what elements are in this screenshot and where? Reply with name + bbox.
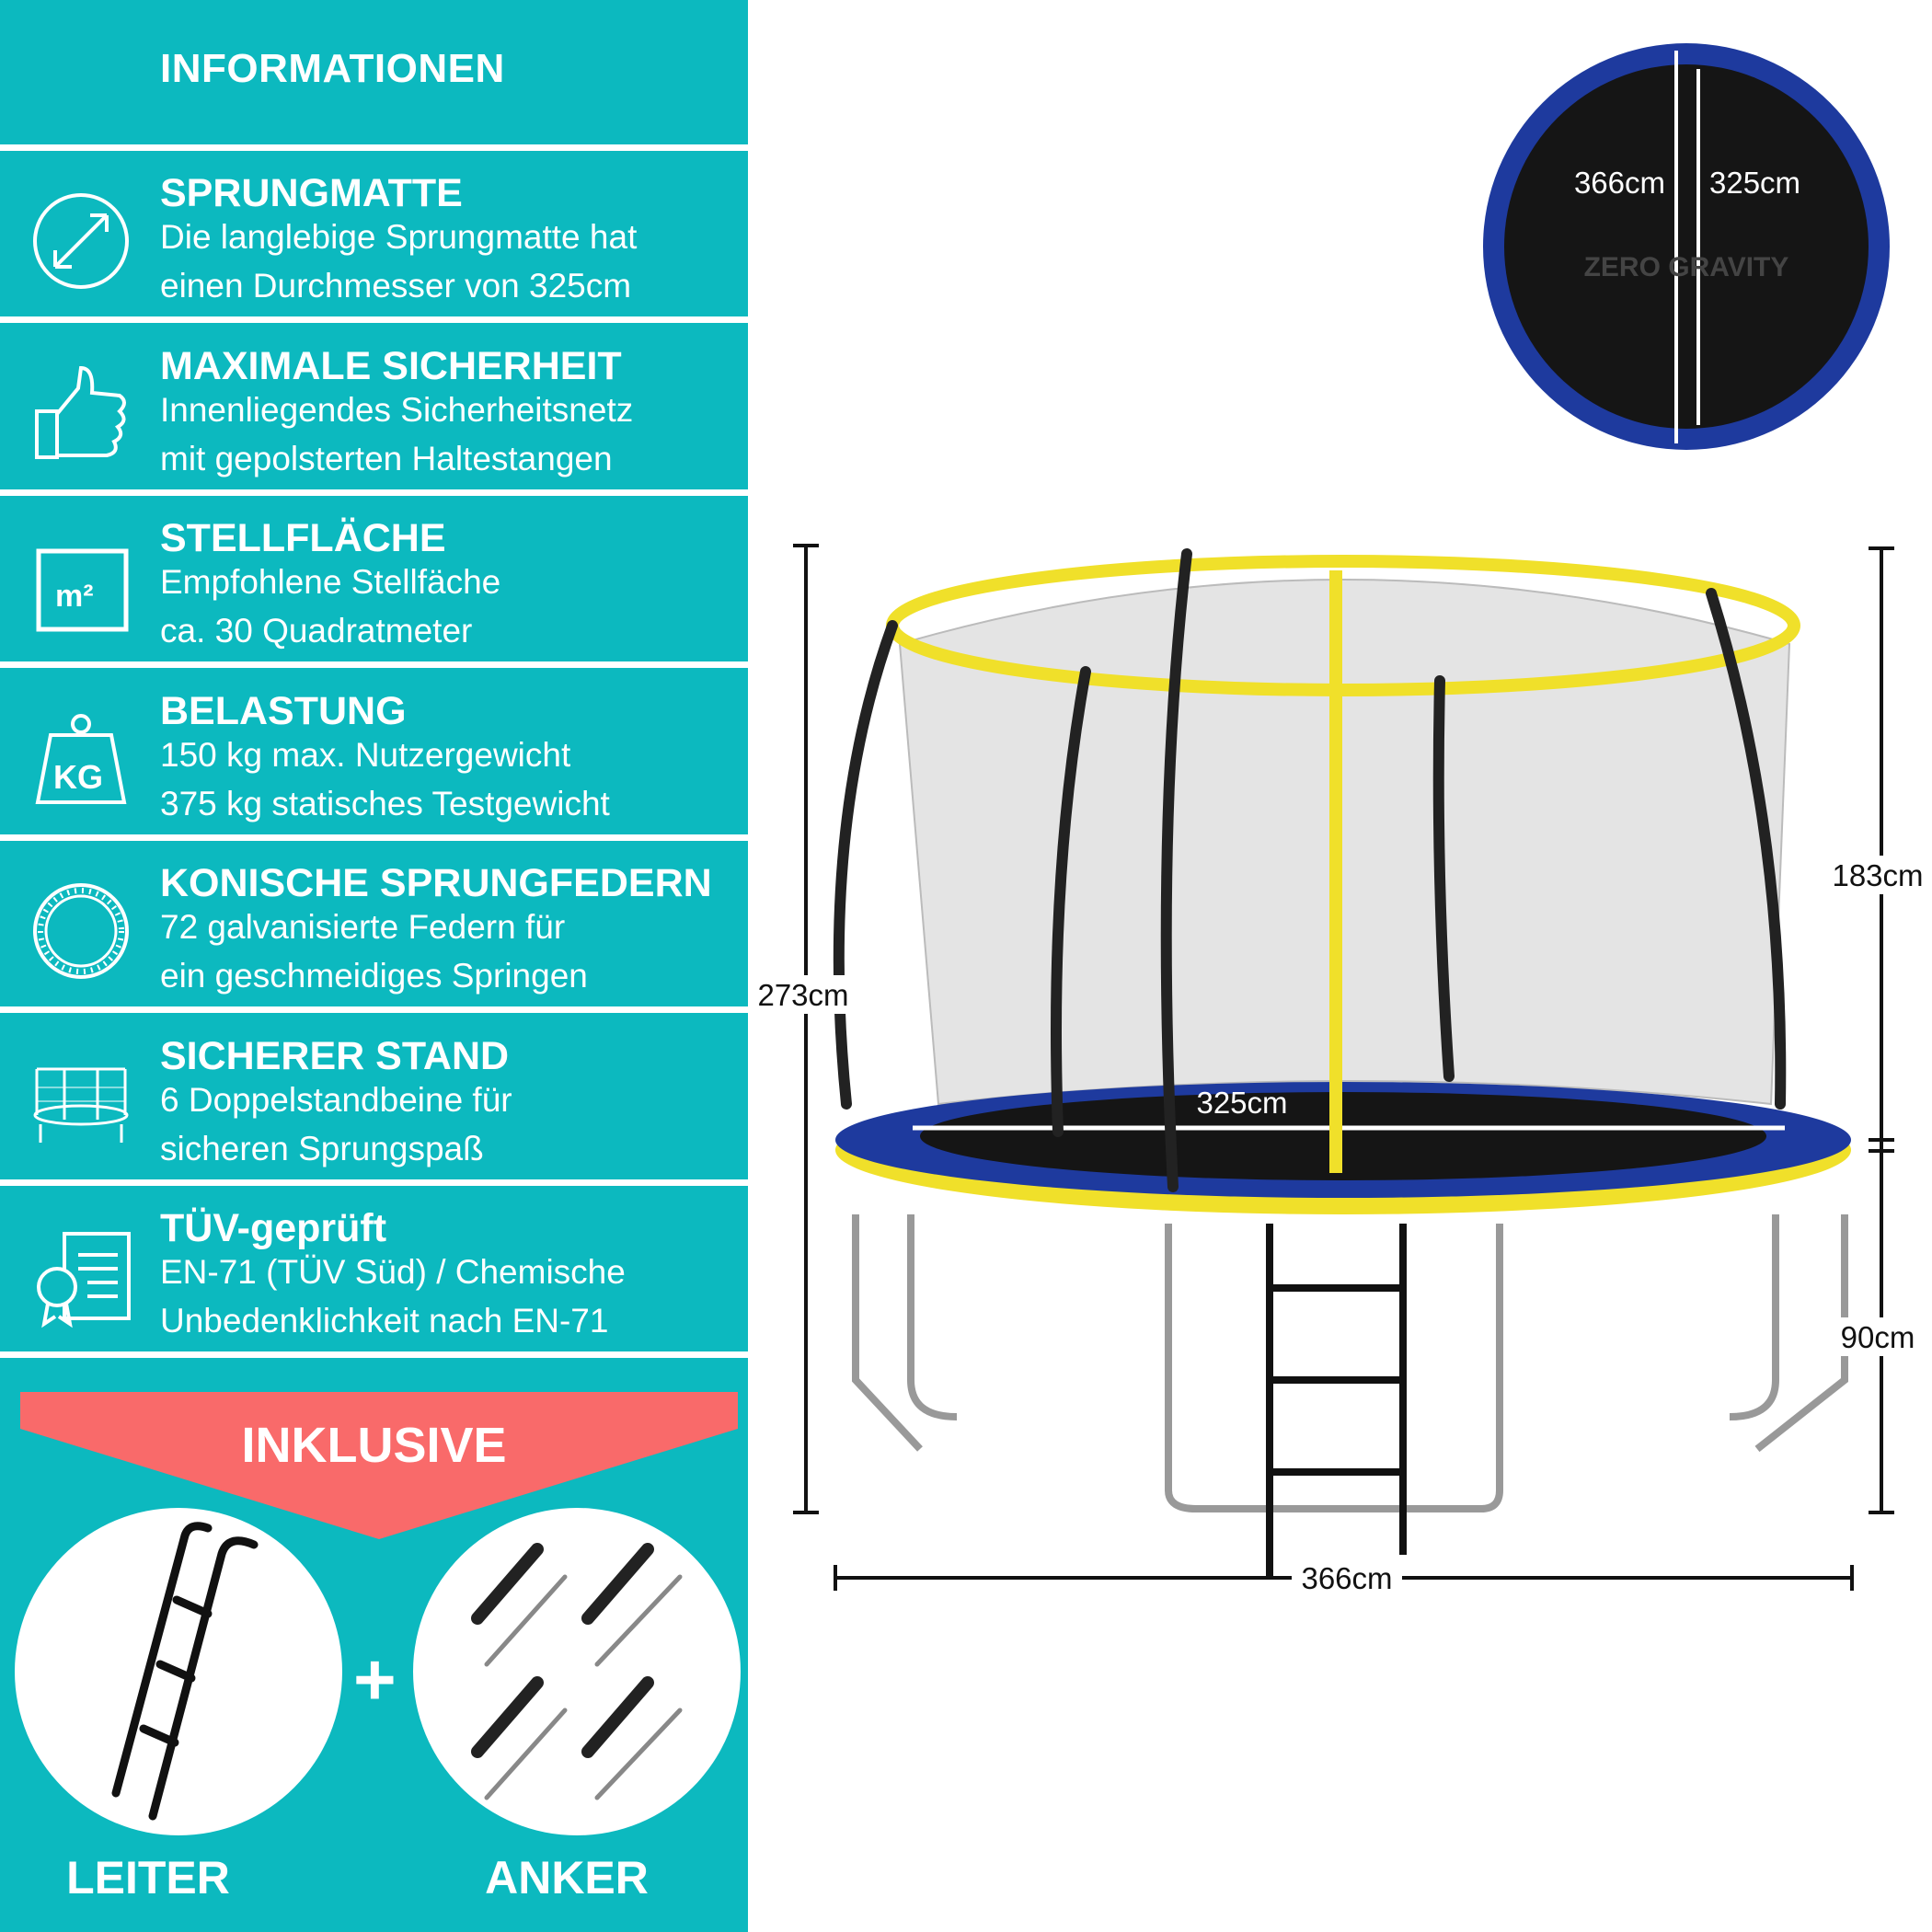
diameter-arrows-icon [33, 193, 129, 289]
divider [0, 489, 748, 496]
trampoline: 325cm [833, 548, 1851, 1578]
feature-title: STELLFLÄCHE [160, 516, 446, 560]
mat-inner-label: 325cm [1709, 166, 1800, 200]
info-panel: INFORMATIONEN SPRUNGMATTE Die langlebige… [0, 0, 748, 1932]
feature-row: SICHERER STAND 6 Doppelstandbeine für si… [0, 1014, 748, 1179]
feature-line: EN-71 (TÜV Süd) / Chemische [160, 1253, 626, 1291]
feature-line: einen Durchmesser von 325cm [160, 267, 632, 305]
frame-height-label: 90cm [1841, 1320, 1915, 1354]
feature-line: 6 Doppelstandbeine für [160, 1080, 512, 1119]
certificate-icon [37, 1232, 131, 1328]
ladder-image [15, 1508, 342, 1835]
feature-title: BELASTUNG [160, 688, 407, 733]
net-height-label: 183cm [1832, 858, 1923, 892]
panel-title: INFORMATIONEN [160, 46, 505, 91]
feature-row: MAXIMALE SICHERHEIT Innenliegendes Siche… [0, 324, 748, 489]
feature-line: sicheren Sprungspaß [160, 1129, 484, 1167]
svg-text:KG: KG [53, 758, 103, 796]
trampoline-icon [33, 1067, 129, 1143]
anchor-set-icon [471, 1543, 683, 1800]
anchor-label: ANKER [485, 1852, 649, 1903]
square-meter-icon: m² [36, 548, 129, 632]
feature-line: Innenliegendes Sicherheitsnetz [160, 390, 634, 429]
divider [0, 144, 748, 151]
svg-text:m²: m² [55, 579, 94, 614]
feature-title: SICHERER STAND [160, 1033, 510, 1078]
ladder-icon [111, 1522, 259, 1821]
feature-row: m² STELLFLÄCHE Empfohlene Stellfäche ca.… [0, 496, 748, 661]
feature-title: KONISCHE SPRUNGFEDERN [160, 861, 712, 905]
divider [0, 661, 748, 668]
feature-title: SPRUNGMATTE [160, 171, 463, 215]
thumbs-up-icon [35, 365, 126, 459]
feature-line: ein geschmeidiges Springen [160, 957, 588, 995]
feature-line: 150 kg max. Nutzergewicht [160, 735, 571, 774]
feature-line: 375 kg statisches Testgewicht [160, 784, 610, 822]
mat-diameter-label: 325cm [1196, 1086, 1287, 1120]
feature-line: 72 galvanisierte Federn für [160, 908, 566, 946]
mat-outer-label: 366cm [1574, 166, 1665, 200]
anchor-image [413, 1508, 741, 1835]
divider [0, 834, 748, 841]
divider [0, 1351, 748, 1358]
feature-row: TÜV-geprüft EN-71 (TÜV Süd) / Chemische … [0, 1186, 748, 1351]
feature-line: Empfohlene Stellfäche [160, 563, 501, 601]
brand-logo: ZERO GRAVITY [1584, 252, 1789, 282]
divider [0, 1179, 748, 1186]
spring-circle-icon [33, 883, 129, 979]
mat-top-view: 366cm 325cm ZERO GRAVITY [1483, 43, 1890, 450]
feature-line: ca. 30 Quadratmeter [160, 612, 473, 650]
plus-sign: + [353, 1639, 397, 1720]
feature-title: MAXIMALE SICHERHEIT [160, 343, 622, 388]
feature-line: mit gepolsterten Haltestangen [160, 439, 613, 477]
inclusive-title: INKLUSIVE [241, 1418, 507, 1473]
inclusive-banner [20, 1392, 738, 1539]
feature-line: Die langlebige Sprungmatte hat [160, 218, 638, 256]
divider [0, 1006, 748, 1013]
feature-line: Unbedenklichkeit nach EN-71 [160, 1302, 609, 1340]
feature-row: KONISCHE SPRUNGFEDERN 72 galvanisierte F… [0, 841, 748, 1006]
feature-title: TÜV-geprüft [160, 1206, 387, 1250]
divider [0, 316, 748, 323]
kg-weight-icon: KG [35, 713, 127, 804]
ladder-label: LEITER [66, 1852, 230, 1903]
total-height-label: 273cm [757, 978, 848, 1012]
feature-row: KG BELASTUNG 150 kg max. Nutzergewicht 3… [0, 669, 748, 834]
width-label: 366cm [1301, 1561, 1392, 1595]
feature-row: SPRUNGMATTE Die langlebige Sprungmatte h… [0, 151, 748, 316]
